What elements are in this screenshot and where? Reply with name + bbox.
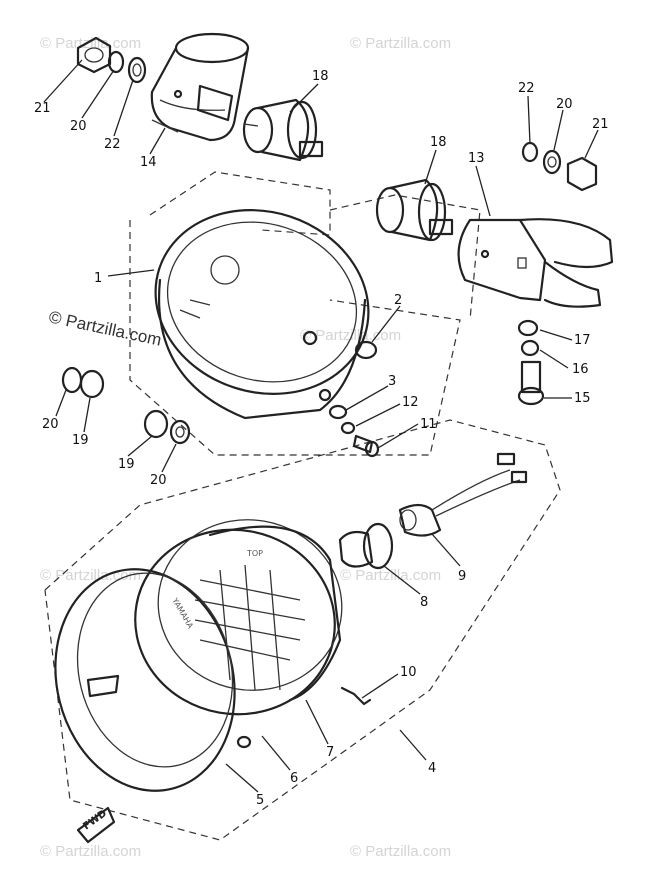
damper-middle (375, 178, 454, 242)
watermark: © Partzilla.com (300, 327, 401, 344)
callout-22: 22 (518, 81, 535, 96)
callout-9: 9 (458, 569, 466, 584)
bulb-socket-harness (398, 452, 528, 537)
callout-20: 20 (556, 97, 573, 112)
callout-22: 22 (104, 137, 121, 152)
callout-5: 5 (256, 793, 264, 808)
lens-brand: YAMAHA (170, 596, 195, 631)
callout-21: 21 (34, 101, 51, 116)
callout-19: 19 (72, 433, 89, 448)
mount-bolt-set (517, 319, 545, 406)
callout-8: 8 (420, 595, 428, 610)
damper-top (242, 98, 324, 162)
callout-4: 4 (428, 761, 436, 776)
watermark: © Partzilla.com (40, 35, 141, 52)
callout-18: 18 (312, 69, 329, 84)
sealed-beam-lens: TOP YAMAHA (134, 519, 343, 716)
headlight-housing (154, 209, 370, 420)
lens-top-mark: TOP (246, 549, 263, 558)
watermark: © Partzilla.com (350, 843, 451, 860)
callout-7: 7 (326, 745, 334, 760)
callout-10: 10 (400, 665, 417, 680)
callout-18: 18 (430, 135, 447, 150)
right-mount-bracket (457, 218, 614, 308)
callout-20: 20 (70, 119, 87, 134)
callout-numbers: 21 20 22 14 18 22 20 21 18 13 1 2 17 16 … (34, 69, 609, 808)
callout-11: 11 (420, 417, 437, 432)
left-spacers (61, 366, 191, 445)
callout-21: 21 (592, 117, 609, 132)
callout-17: 17 (574, 333, 591, 348)
screw-set (328, 404, 380, 458)
assembly-frames (44, 171, 561, 841)
leader-lines (43, 59, 599, 793)
callout-6: 6 (290, 771, 298, 786)
adjust-screw (340, 686, 372, 706)
callout-12: 12 (402, 395, 419, 410)
watermark: © Partzilla.com (340, 567, 441, 584)
watermark: © Partzilla.com (350, 35, 451, 52)
headlight-rim (54, 568, 252, 792)
grommet (354, 340, 378, 360)
callout-13: 13 (468, 151, 485, 166)
callout-20: 20 (42, 417, 59, 432)
headlight-bulb (338, 522, 394, 570)
callout-15: 15 (574, 391, 591, 406)
watermark: © Partzilla.com (40, 843, 141, 860)
callout-3: 3 (388, 374, 396, 389)
callout-14: 14 (140, 155, 157, 170)
callout-19: 19 (118, 457, 135, 472)
left-mount-bracket (150, 32, 250, 142)
callout-1: 1 (94, 271, 102, 286)
fwd-arrow: FWD (76, 806, 116, 844)
callout-16: 16 (572, 362, 589, 377)
right-fasteners (521, 141, 598, 192)
callout-20: 20 (150, 473, 167, 488)
callout-2: 2 (394, 293, 402, 308)
watermark-strong: © Partzilla.com (47, 307, 163, 349)
